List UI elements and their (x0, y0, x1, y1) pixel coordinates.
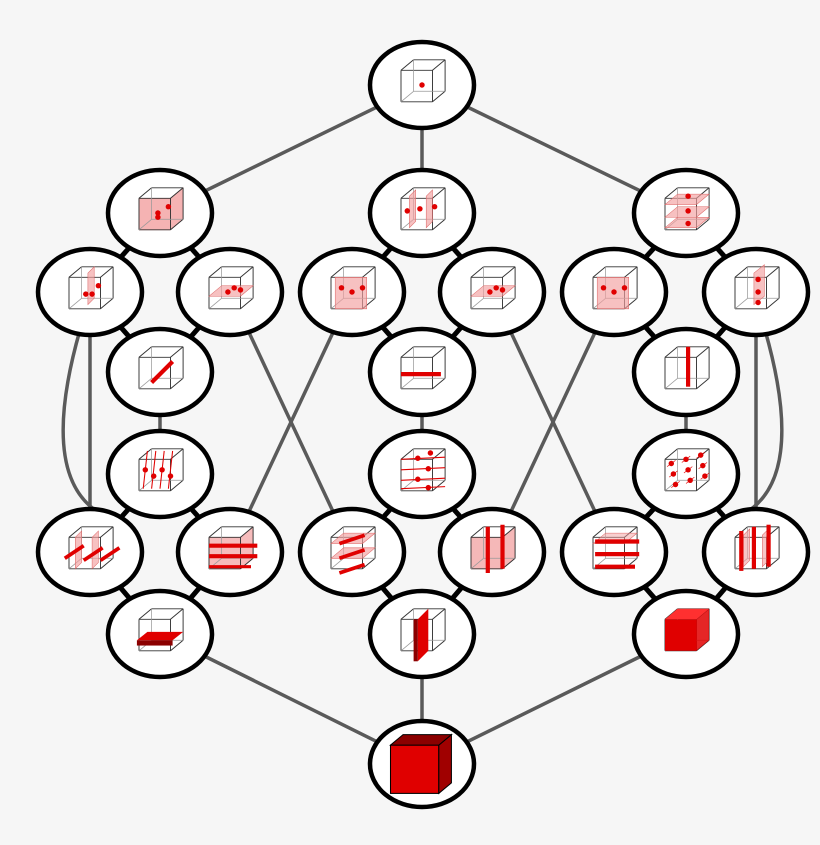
node-bottom-cube (367, 718, 477, 810)
node-c-vslab (367, 588, 477, 680)
box-hrods-icon (208, 526, 258, 570)
node-r-vert-line (631, 326, 741, 418)
node-c-box-vrod (437, 506, 547, 598)
node-r-point-grid (631, 428, 741, 520)
point-center-icon (400, 59, 446, 103)
vplanes-diag-rods-icon (63, 526, 121, 570)
box-vrod-icon (470, 524, 516, 573)
node-l-box-hrods (175, 506, 285, 598)
front-slab-icon (664, 608, 710, 652)
edge-r-frontplane-points-to-c-box-vrod (490, 291, 616, 553)
hplane-points-icon (208, 266, 254, 310)
node-r-hplanes-points (631, 167, 741, 259)
node-ring (631, 428, 741, 520)
frontplane-points-icon (330, 266, 376, 310)
node-l-vplane-points (35, 246, 145, 338)
vplane-side-points-icon (734, 264, 780, 310)
node-ring (35, 506, 145, 598)
node-r-front-slab (631, 588, 741, 680)
node-c-horiz-line (367, 326, 477, 418)
diag-line-icon (138, 346, 184, 390)
node-ring (105, 428, 215, 520)
node-top-point (367, 39, 477, 131)
node-c-frontplane-points (297, 246, 407, 338)
vert-line-icon (664, 346, 710, 390)
node-c-horiz-grid (367, 428, 477, 520)
node-l-box-points (105, 167, 215, 259)
vrods-icon (734, 524, 780, 571)
edge-c-frontplane-points-to-l-box-hrods (228, 291, 354, 553)
point-grid-icon (664, 448, 710, 492)
hplane-points-icon (470, 266, 516, 310)
node-l-vplanes-rods (35, 506, 145, 598)
vplanes-points-icon (400, 187, 446, 231)
frontplane-points-icon (592, 266, 638, 310)
vplane-points-icon (68, 266, 114, 310)
node-r-vplane-points (701, 246, 811, 338)
node-c-hplane-points (437, 246, 547, 338)
arc-right (748, 329, 784, 512)
node-layer (35, 39, 811, 810)
node-c-vplanes-points (367, 167, 477, 259)
horiz-grid-lines-icon (400, 448, 446, 492)
node-c-hplanes-rods (297, 506, 407, 598)
hplanes-rods-icon (330, 526, 376, 575)
node-l-hplane-points (175, 246, 285, 338)
horiz-line-icon (400, 346, 446, 390)
shaded-box-points-icon (138, 187, 184, 231)
vslab-icon (400, 608, 446, 662)
hplanes-points-icon (664, 187, 710, 231)
hslab-icon (136, 608, 184, 652)
node-l-hslab (105, 588, 215, 680)
node-r-frontplane-points (559, 246, 669, 338)
node-r-vrods (701, 506, 811, 598)
solid-cube-icon (389, 733, 453, 795)
node-r-hrods (559, 506, 669, 598)
hrods-icon (592, 526, 640, 570)
arc-left (61, 329, 97, 512)
node-ring (367, 167, 477, 259)
outer-arcs (61, 329, 784, 512)
node-l-diag-line (105, 326, 215, 418)
vert-grid-lines-icon (138, 448, 184, 492)
node-l-vert-grid (105, 428, 215, 520)
node-ring (367, 428, 477, 520)
